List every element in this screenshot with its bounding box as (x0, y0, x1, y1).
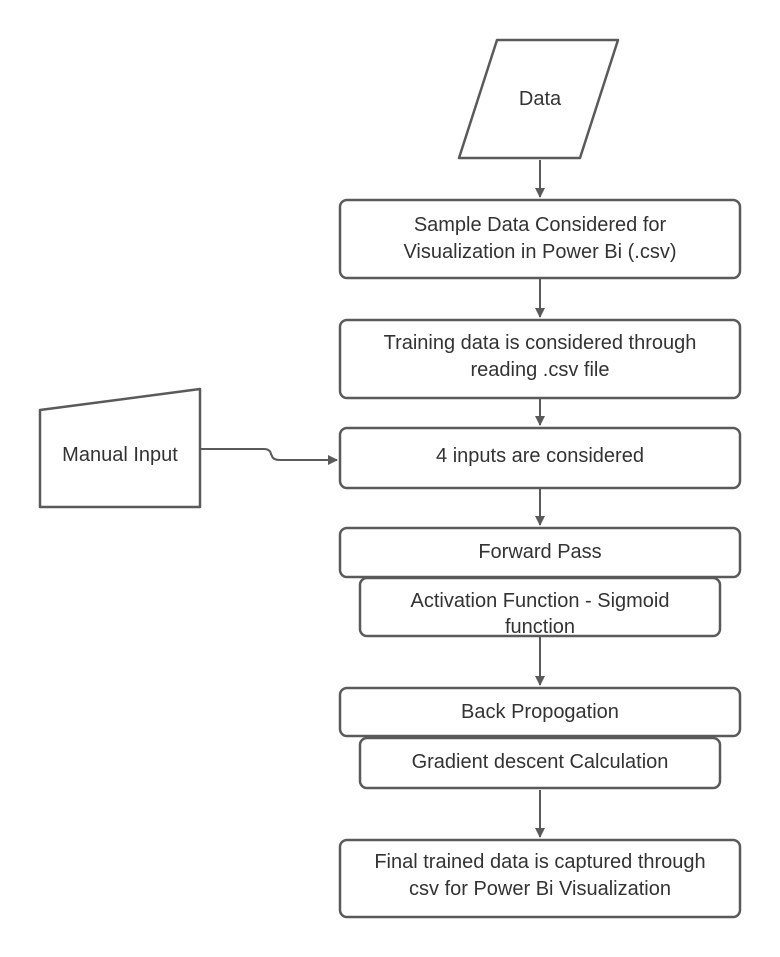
training-box (338, 318, 742, 400)
final-label-line1: Final trained data is captured through (374, 851, 705, 873)
training-label-line1: Training data is considered through (384, 332, 697, 354)
back-label: Back Propogation (461, 701, 619, 723)
arrow-manual-to-inputs (200, 448, 338, 465)
back-box (338, 686, 742, 738)
sample-label-line2: Visualization in Power Bi (.csv) (403, 241, 676, 263)
gradient-box (358, 736, 722, 790)
gradient-label: Gradient descent Calculation (412, 751, 669, 773)
activation-label-line2: function (505, 616, 575, 638)
forward-label: Forward Pass (478, 541, 601, 563)
sample-label-line1: Sample Data Considered for (414, 214, 667, 236)
final-label-line2: csv for Power Bi Visualization (409, 878, 671, 900)
inputs-box (338, 426, 742, 490)
data-label: Data (519, 88, 562, 110)
sample-box (338, 198, 742, 280)
activation-box (358, 576, 722, 638)
data-parallelogram (457, 38, 620, 160)
training-label-line2: reading .csv file (471, 359, 610, 381)
final-box (338, 838, 742, 919)
activation-label-line1: Activation Function - Sigmoid (410, 590, 669, 612)
manual-input-shape (38, 387, 202, 509)
manual-input-label: Manual Input (62, 444, 178, 466)
inputs-label: 4 inputs are considered (436, 445, 644, 467)
